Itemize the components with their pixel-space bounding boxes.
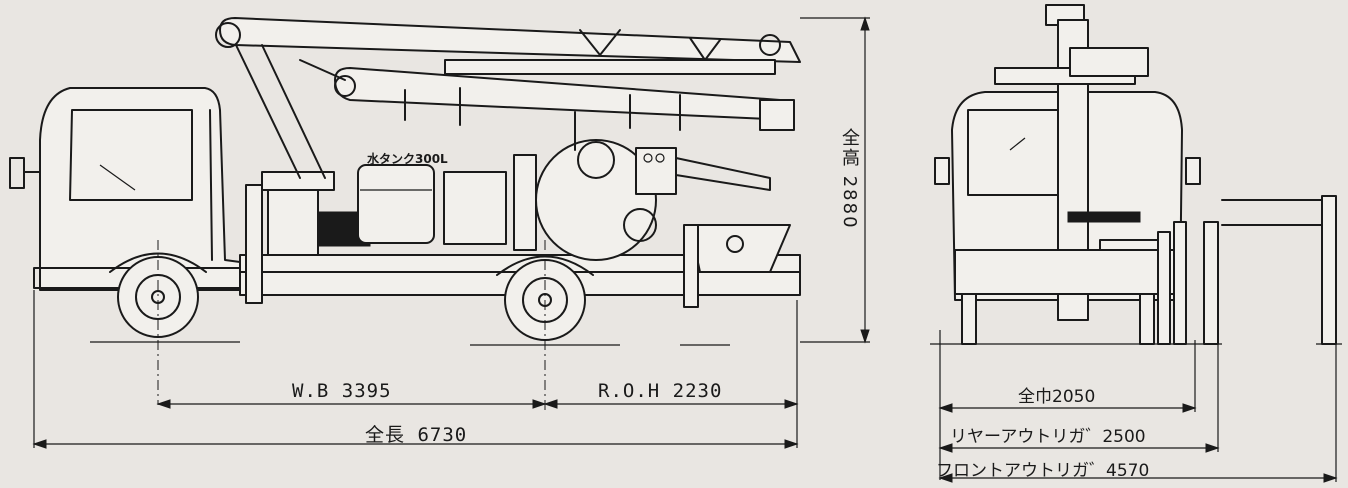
rear-outrigger (683, 224, 699, 308)
water-tank-label: 水タンク300L (367, 152, 448, 166)
cab-outline (39, 87, 241, 291)
water-tank (357, 164, 435, 244)
wheelbase-label: W.B 3395 (292, 380, 392, 402)
overall-height-label: 全高 2880 (839, 128, 860, 230)
rear-overhang-label: R.O.H 2230 (598, 380, 723, 402)
front-outrigger-leg (1321, 195, 1337, 345)
boom-arm (215, 17, 801, 179)
front-outrigger-label: フロントアウトリガ゛4570 (936, 461, 1150, 481)
overall-length-label: 全長 6730 (365, 424, 468, 446)
concrete-pump-drum (535, 139, 657, 261)
rear-outrigger-leg (1203, 221, 1219, 345)
rear-view-truck (930, 4, 1342, 345)
overall-width-label: 全巾2050 (1018, 387, 1096, 407)
rear-wheel-left (961, 293, 977, 345)
front-wheel (117, 256, 199, 338)
front-outrigger (245, 184, 263, 304)
cab-window (69, 109, 193, 201)
mirror (9, 157, 25, 189)
side-view-truck (9, 17, 801, 410)
control-box (635, 147, 677, 195)
rear-outrigger-label: リヤーアウトリガ゛2500 (950, 427, 1146, 447)
side-dimensions (32, 16, 870, 449)
rear-dimensions (938, 330, 1338, 483)
